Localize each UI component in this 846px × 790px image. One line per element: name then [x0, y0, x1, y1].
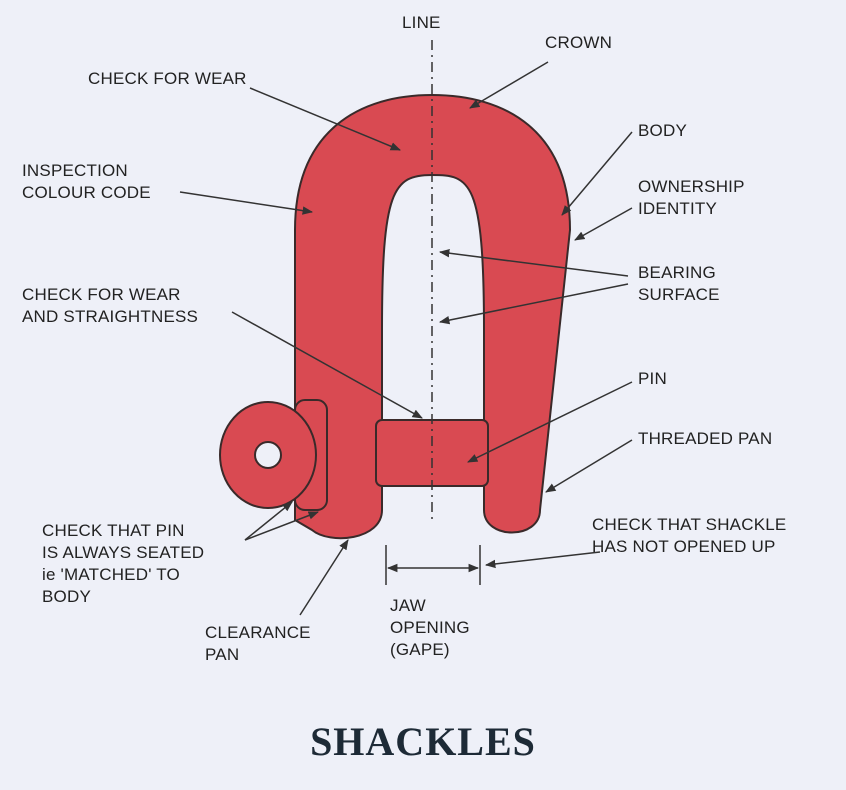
label-crown: CROWN	[545, 33, 613, 52]
label-check-shackle-line2: HAS NOT OPENED UP	[592, 537, 776, 556]
leader-wear-straight	[231, 311, 423, 419]
label-wear-straightness-line1: CHECK FOR WEAR	[22, 285, 181, 304]
leader-check-wear	[249, 87, 401, 151]
label-clearance-line2: PAN	[205, 645, 240, 664]
label-check-pin-line1: CHECK THAT PIN	[42, 521, 185, 540]
label-jaw-line2: OPENING	[390, 618, 470, 637]
leader-inspection	[179, 191, 314, 215]
leader-shackle-opened	[484, 551, 601, 569]
label-clearance: CLEARANCE PAN	[205, 622, 311, 666]
label-pin: PIN	[638, 369, 667, 388]
label-ownership-line2: IDENTITY	[638, 199, 718, 218]
leader-pin-seated-b	[244, 511, 319, 541]
leader-bearing-top	[438, 249, 629, 277]
label-bearing-line2: SURFACE	[638, 285, 720, 304]
label-jaw-line1: JAW	[390, 596, 426, 615]
label-wear-straightness: CHECK FOR WEAR AND STRAIGHTNESS	[22, 284, 198, 328]
label-check-shackle-line1: CHECK THAT SHACKLE	[592, 515, 787, 534]
shackle-body	[294, 93, 572, 540]
label-clearance-line1: CLEARANCE	[205, 623, 311, 642]
leader-threaded	[545, 439, 633, 493]
label-line: LINE	[402, 13, 441, 32]
label-jaw: JAW OPENING (GAPE)	[390, 595, 470, 661]
label-inspection-line2: COLOUR CODE	[22, 183, 151, 202]
leader-crown	[469, 61, 549, 109]
label-bearing: BEARING SURFACE	[638, 262, 720, 306]
label-body: BODY	[638, 121, 687, 140]
leader-body	[561, 131, 633, 216]
label-ownership: OWNERSHIP IDENTITY	[638, 176, 745, 220]
label-check-pin-line4: BODY	[42, 587, 91, 606]
leader-bearing-bottom	[438, 283, 629, 325]
label-check-pin-line2: IS ALWAYS SEATED	[42, 543, 205, 562]
label-check-for-wear: CHECK FOR WEAR	[88, 69, 247, 88]
leader-lines	[179, 61, 633, 616]
page-title: SHACKLES	[310, 719, 536, 764]
leader-pin-seated-a	[244, 501, 293, 541]
label-bearing-line1: BEARING	[638, 263, 716, 282]
label-threaded-pan: THREADED PAN	[638, 429, 773, 448]
pin-eye-hole	[254, 441, 282, 469]
label-ownership-line1: OWNERSHIP	[638, 177, 745, 196]
label-jaw-line3: (GAPE)	[390, 640, 450, 659]
label-check-shackle: CHECK THAT SHACKLE HAS NOT OPENED UP	[592, 514, 786, 558]
label-inspection-line1: INSPECTION	[22, 161, 128, 180]
label-wear-straightness-line2: AND STRAIGHTNESS	[22, 307, 199, 326]
label-check-pin-line3: ie 'MATCHED' TO	[42, 565, 180, 584]
label-check-pin: CHECK THAT PIN IS ALWAYS SEATED ie 'MATC…	[42, 520, 204, 608]
label-inspection: INSPECTION COLOUR CODE	[22, 160, 151, 204]
leader-clearance	[299, 539, 349, 616]
leader-pin	[467, 381, 633, 463]
leader-ownership	[574, 207, 633, 241]
